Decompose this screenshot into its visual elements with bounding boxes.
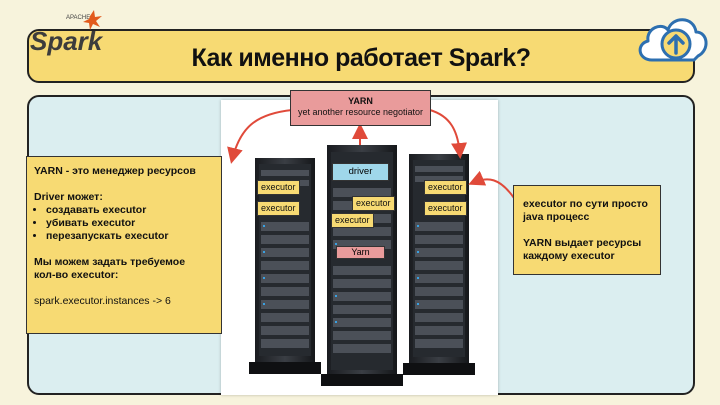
- yarn-box: YARN yet another resource negotiator: [290, 90, 431, 126]
- list-item: создавать executor: [46, 204, 214, 217]
- logo-spark-text: Spark: [30, 26, 104, 56]
- server-racks-illustration: [249, 145, 475, 386]
- logo-apache-text: APACHE: [66, 15, 90, 21]
- left-note-line1: YARN - это менеджер ресурсов: [34, 165, 196, 177]
- driver-label: driver: [332, 163, 389, 181]
- logo-star: [83, 10, 102, 30]
- driver-actions-list: создавать executor убивать executor пере…: [34, 204, 214, 243]
- title-bar: Как именно работает Spark?: [27, 29, 695, 83]
- left-note: YARN - это менеджер ресурсов Driver може…: [26, 156, 222, 334]
- arrow-yarn-to-left-rack: [227, 109, 293, 164]
- executor-label: executor: [257, 201, 300, 216]
- spark-logo: APACHE Spark: [30, 10, 104, 56]
- right-note-line3: YARN выдает ресурсы: [523, 237, 642, 249]
- right-note: executor по сути просто java процесс YAR…: [513, 185, 661, 275]
- list-item: убивать executor: [46, 217, 214, 230]
- center-server-rack: [321, 145, 403, 386]
- driver-heading: Driver может:: [34, 191, 103, 203]
- executor-label: executor: [331, 213, 374, 228]
- arrow-yarn-to-right-rack: [429, 109, 468, 159]
- config-line1: Мы можем задать требуемое: [34, 256, 186, 268]
- executor-label: executor: [424, 180, 467, 195]
- yarn-box-subtitle: yet another resource negotiator: [297, 107, 424, 117]
- list-item: перезапускать executor: [46, 230, 214, 243]
- executor-label: executor: [424, 201, 467, 216]
- executor-label: executor: [257, 180, 300, 195]
- right-note-line2: java процесс: [523, 211, 590, 223]
- right-note-line1: executor по сути просто: [523, 198, 648, 210]
- config-value: spark.executor.instances -> 6: [34, 295, 171, 307]
- yarn-box-title: YARN: [348, 96, 373, 106]
- page-title: Как именно работает Spark?: [191, 44, 531, 72]
- right-note-line4: каждому executor: [523, 250, 615, 262]
- arrow-note-to-executor: [468, 170, 515, 199]
- executor-label: executor: [352, 196, 395, 211]
- cloud-upload-icon: [638, 18, 708, 62]
- config-line2: кол-во executor:: [34, 269, 119, 281]
- yarn-label: Yarn: [336, 246, 385, 259]
